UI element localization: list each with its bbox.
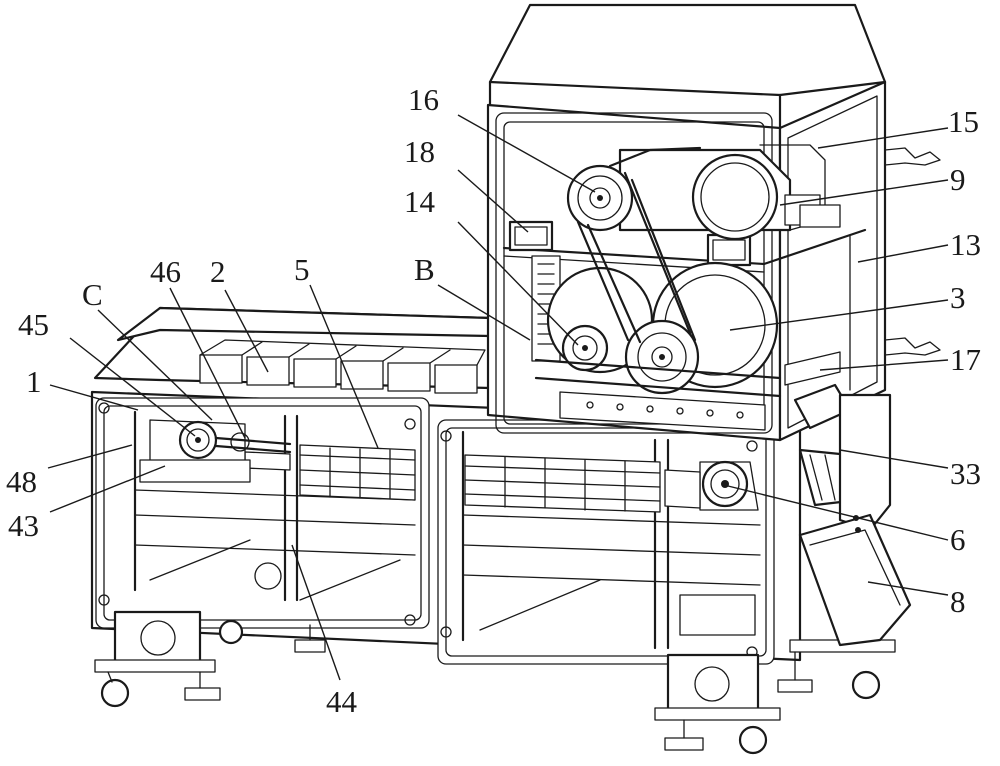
callout-15: 15 [948,104,979,139]
callout-5: 5 [294,252,310,287]
chute-8 [798,513,912,647]
motor-9 [691,153,779,241]
callout-45: 45 [18,307,49,342]
motor-pulley-assembly [534,144,841,431]
legs-casters [94,610,896,755]
caster-wheel [100,678,130,708]
right-side-components [793,147,941,647]
callout-43: 43 [8,508,39,543]
lower-pulley [624,319,700,395]
leader-lines [47,114,949,681]
caster-wheel [738,725,768,755]
callout-B: B [414,252,435,287]
callout-9: 9 [950,162,966,197]
callout-2: 2 [210,254,226,289]
callout-14: 14 [404,184,436,219]
roller-bearing-6 [664,460,759,511]
pulley-16 [566,164,634,232]
callout-16: 16 [408,82,439,117]
callout-1: 1 [26,364,42,399]
conveyor-right [464,454,661,513]
callout-44: 44 [326,684,358,719]
callout-labels: 16 18 14 15 9 13 3 17 33 6 8 B 5 2 46 C … [6,82,981,719]
left-door-panel [95,397,430,629]
callout-46: 46 [150,254,181,289]
callout-C: C [82,277,103,312]
callout-3: 3 [950,280,966,315]
callout-8: 8 [950,584,966,619]
control-box-18 [508,220,554,252]
drive-belts [576,146,702,344]
left-drive-unit [139,419,292,483]
callout-6: 6 [950,522,966,557]
callout-18: 18 [404,134,435,169]
conveyor-left [244,444,416,501]
callout-17: 17 [950,342,981,377]
callout-33: 33 [950,456,981,491]
callout-13: 13 [950,227,981,262]
pulley-14 [561,324,609,372]
lower-frame [90,306,802,665]
top-trays [199,339,486,394]
callout-48: 48 [6,464,37,499]
